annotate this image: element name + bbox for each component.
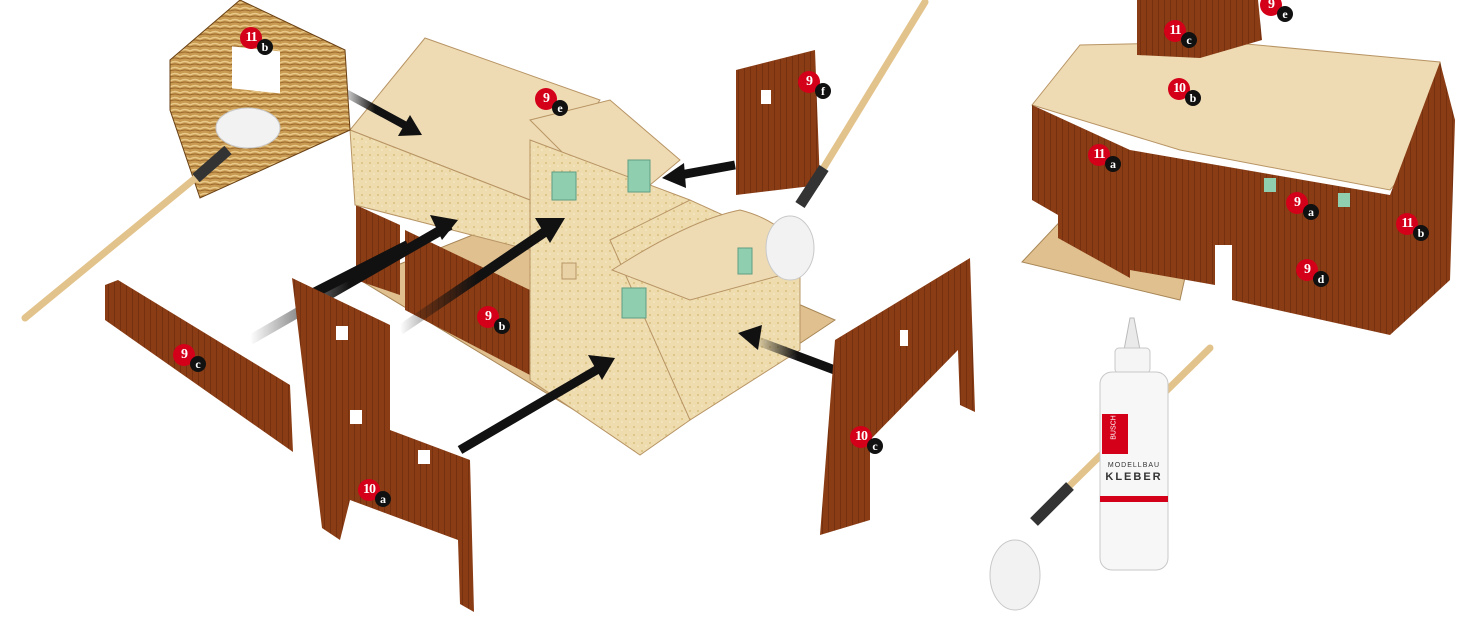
bottle-cap bbox=[1114, 347, 1151, 374]
bottle-line1: MODELLBAU bbox=[1107, 462, 1161, 469]
glue-brushes bbox=[21, 0, 1214, 611]
brush-glue-tip bbox=[215, 107, 281, 149]
arrow-head bbox=[662, 163, 686, 188]
window bbox=[561, 262, 577, 280]
panel-10a-window bbox=[418, 450, 430, 464]
center-panel-9b bbox=[405, 230, 530, 375]
brush-ferrule bbox=[795, 165, 829, 208]
arrow bbox=[397, 220, 558, 335]
assembled-preview bbox=[1021, 0, 1455, 335]
panel-9f-window bbox=[761, 90, 771, 104]
glue-bottle bbox=[1099, 317, 1169, 571]
bottle-brand: BUSCH bbox=[1110, 415, 1118, 440]
arrow bbox=[679, 160, 736, 180]
preview-window bbox=[1264, 178, 1276, 192]
bottle-stripe bbox=[1100, 496, 1168, 502]
window bbox=[737, 247, 753, 275]
arrow bbox=[753, 335, 842, 377]
panel-11b bbox=[169, 0, 351, 199]
front-plaster-wall bbox=[529, 139, 691, 456]
bottle-brand-logo bbox=[1102, 414, 1128, 454]
arrow-head bbox=[430, 215, 458, 240]
brush-ferrule bbox=[192, 145, 232, 183]
brush-handle bbox=[21, 158, 219, 322]
arrow bbox=[338, 86, 412, 132]
preview-tower bbox=[1137, 0, 1262, 58]
arrow-head bbox=[738, 325, 762, 350]
arrow-head bbox=[398, 115, 422, 136]
panel-10a-window bbox=[336, 326, 348, 340]
brush-ferrule bbox=[1030, 482, 1074, 526]
brush-glue-tip bbox=[989, 539, 1041, 611]
panel-10c-window bbox=[900, 330, 908, 346]
arrow-head bbox=[535, 218, 565, 243]
preview-window bbox=[1338, 193, 1350, 207]
arrow-head bbox=[588, 355, 615, 380]
panel-10c bbox=[820, 258, 975, 535]
arrow bbox=[247, 220, 453, 345]
window bbox=[551, 171, 577, 201]
window bbox=[627, 159, 651, 193]
bottle-line2: KLEBER bbox=[1105, 471, 1163, 483]
assembly-arrows bbox=[247, 86, 842, 454]
preview-front-wall bbox=[1130, 150, 1390, 335]
bottle-nozzle bbox=[1123, 317, 1141, 351]
window bbox=[621, 287, 647, 319]
preview-right-wall bbox=[1390, 62, 1455, 335]
main-house bbox=[349, 37, 837, 456]
panel-10a bbox=[292, 278, 474, 612]
brush-glue-tip bbox=[765, 215, 815, 281]
panel-10a-window bbox=[350, 410, 362, 424]
arrow bbox=[457, 361, 608, 454]
panel-11b-window bbox=[232, 46, 280, 94]
brush-handle bbox=[806, 0, 929, 194]
